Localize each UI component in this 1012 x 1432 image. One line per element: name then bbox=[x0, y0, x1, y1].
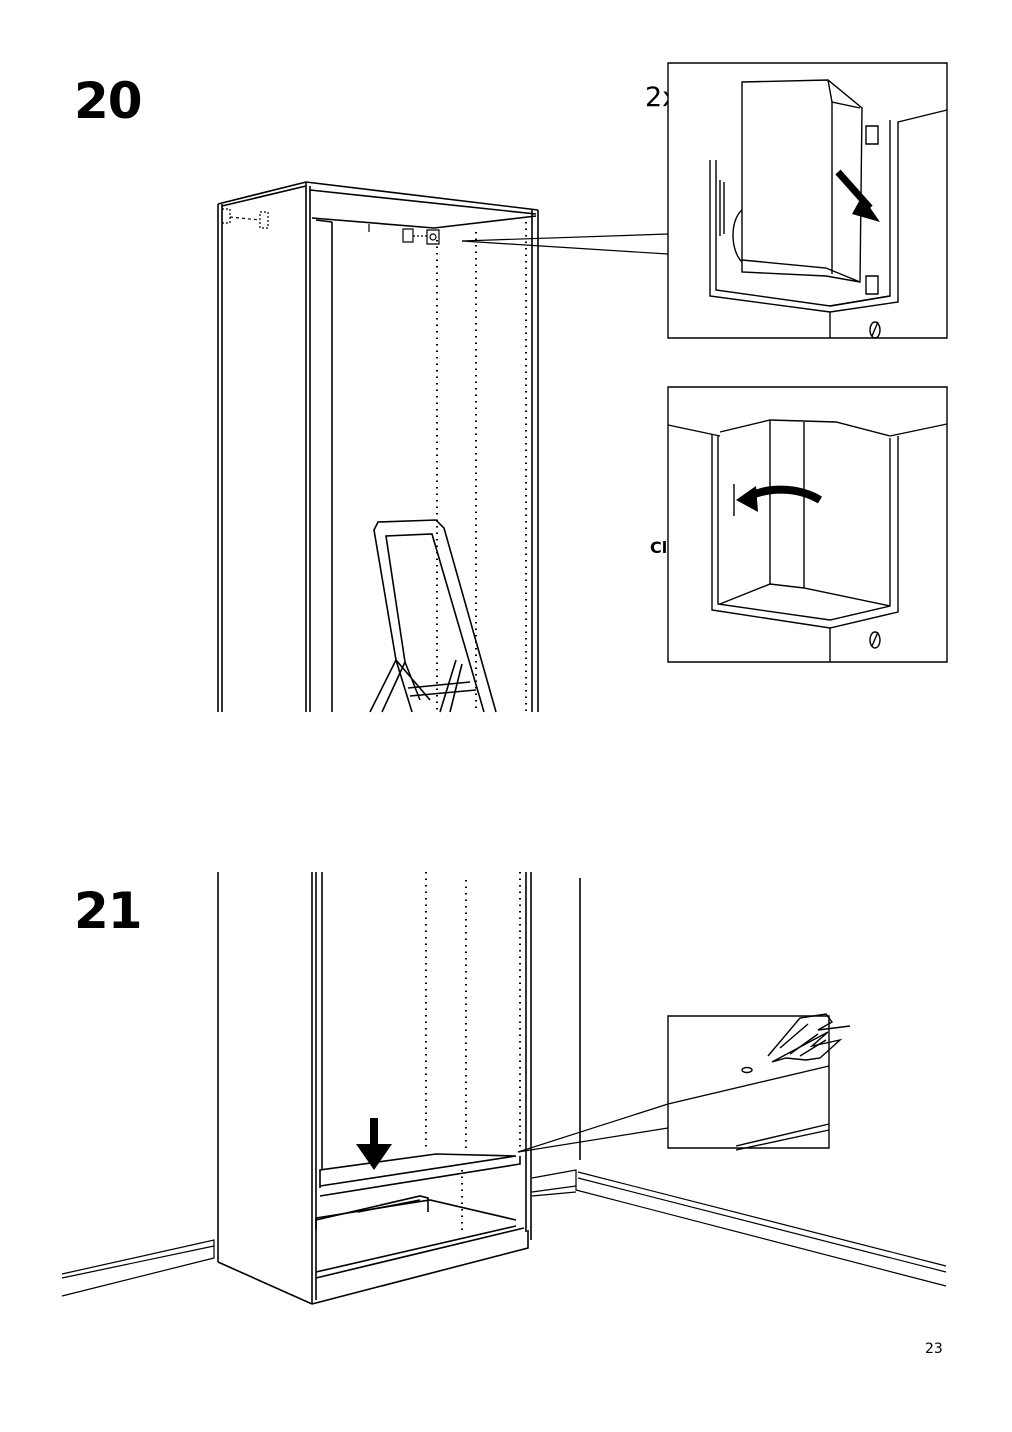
down-arrow bbox=[356, 1118, 392, 1170]
hinge-holes-top bbox=[222, 209, 439, 244]
step-number-21: 21 bbox=[74, 882, 143, 940]
wardrobe-frame-step21 bbox=[218, 872, 580, 1304]
detail-box-press-shelf bbox=[668, 1014, 850, 1150]
step-ladder bbox=[370, 520, 496, 712]
detail-box-hinge-click bbox=[668, 387, 947, 662]
wardrobe-frame-step20 bbox=[218, 182, 538, 712]
shelf-pin-rows-step20 bbox=[437, 222, 526, 712]
rotate-arrow bbox=[736, 486, 820, 512]
shelf-pin-rows-step21 bbox=[426, 872, 520, 1230]
zoom-callout-21 bbox=[518, 1104, 668, 1152]
insert-arrow bbox=[838, 172, 880, 222]
step-number-20: 20 bbox=[74, 72, 143, 130]
floor-skirting bbox=[62, 1170, 946, 1296]
detail-box-hinge-insert bbox=[668, 63, 947, 338]
zoom-callout-20 bbox=[462, 234, 668, 254]
page-number: 23 bbox=[925, 1341, 943, 1357]
